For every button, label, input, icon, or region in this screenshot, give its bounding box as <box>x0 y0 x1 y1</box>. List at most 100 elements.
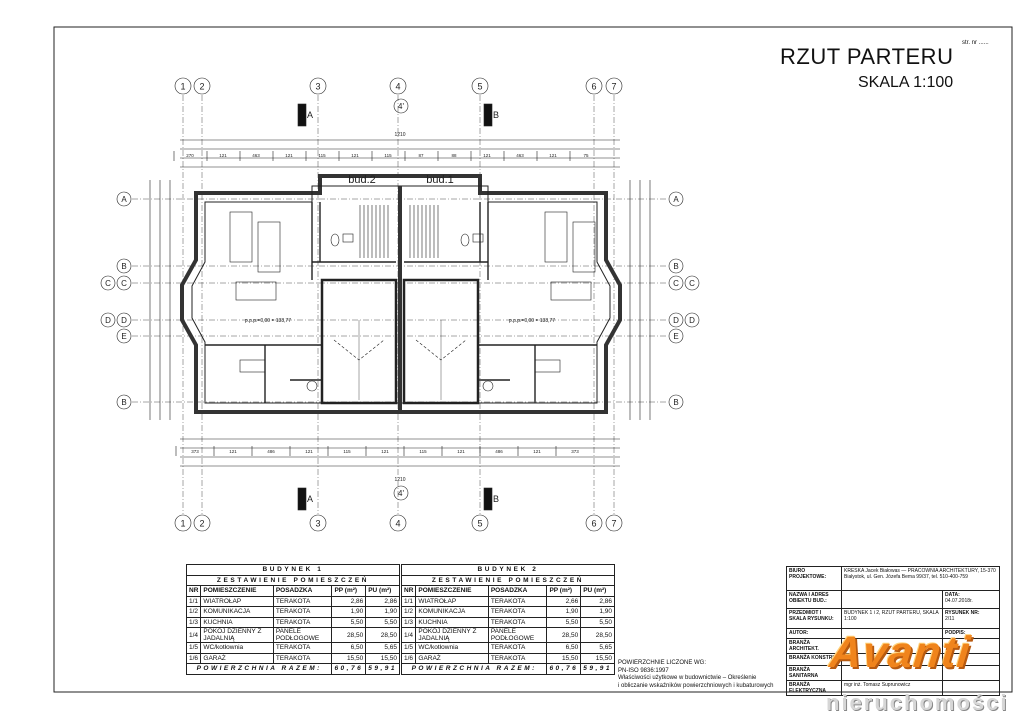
axis-bubble <box>585 77 603 95</box>
col-pu: PU (m²) <box>365 585 400 597</box>
dimension-text: 115 <box>384 153 392 158</box>
kitchen-counter <box>534 359 561 373</box>
col-nr: NR <box>400 585 417 597</box>
room-pu: 15,50 <box>365 652 400 664</box>
axis-bubble <box>174 77 192 95</box>
room-pp: 2,86 <box>331 595 367 607</box>
section-label: A <box>307 110 313 120</box>
axis-letter: C <box>121 279 127 288</box>
signature-label: PODPIS: <box>945 630 966 636</box>
room-floor: PANELE PODŁOGOWE <box>272 627 333 643</box>
room-nr: 1/3 <box>400 616 417 628</box>
sheet-number-label: str. nr ...... <box>962 40 989 46</box>
room-pp: 5,50 <box>546 616 582 628</box>
room-pu: 1,90 <box>580 606 615 618</box>
sheet-frame <box>53 26 1013 693</box>
room-name: WC/kotłownia <box>415 642 489 654</box>
axis-bubble <box>668 328 684 344</box>
section-marker <box>483 487 493 511</box>
room-pu: 5,50 <box>365 616 400 628</box>
axis-bubble <box>471 514 489 532</box>
room-floor: TERAKOTA <box>272 642 333 654</box>
dimension-text: 88 <box>451 153 457 158</box>
room-name: POKÓJ DZIENNY Z JADALNIĄ <box>200 627 274 643</box>
axis-number: 3 <box>315 519 320 529</box>
sofa <box>544 211 568 263</box>
axis-bubble <box>309 514 327 532</box>
avanti-logo: Avanti <box>827 628 974 677</box>
dimension-text: 121 <box>549 153 557 158</box>
dimension-text: 486 <box>267 449 275 454</box>
room-pp: 5,50 <box>331 616 367 628</box>
room-name: KOMUNIKACJA <box>200 606 274 618</box>
room-nr: 1/3 <box>185 616 202 628</box>
room-pp: 28,50 <box>546 627 582 643</box>
unit-label-left: bud.2 <box>348 174 376 186</box>
room-name: WIATROŁAP <box>415 595 489 607</box>
axis-letter: E <box>121 332 126 341</box>
sheet-title: RZUT PARTERU <box>780 44 954 69</box>
dimension-text: 121 <box>285 153 293 158</box>
room-floor: TERAKOTA <box>272 595 333 607</box>
axis-bubble <box>193 77 211 95</box>
room-pu: 2,86 <box>365 595 400 607</box>
axis-letter: C <box>105 279 111 288</box>
axis-bubble <box>389 77 407 95</box>
axis-bubble <box>605 514 623 532</box>
col-nr: NR <box>185 585 202 597</box>
building1-room-table: BUDYNEK 1 ZESTAWIENIE POMIESZCZEŃ NR POM… <box>185 564 400 675</box>
dimension-text: 115 <box>343 449 351 454</box>
axis-bubble <box>389 514 407 532</box>
building1-total-pp: 60,76 <box>331 663 367 675</box>
room-pp: 2,66 <box>546 595 582 607</box>
room-nr: 1/1 <box>185 595 202 607</box>
axis-bubble <box>668 312 684 328</box>
axis-bubble <box>100 275 116 291</box>
axis-bubble <box>471 77 489 95</box>
room-nr: 1/4 <box>400 627 417 643</box>
axis-bubble <box>116 258 132 274</box>
axis-number: 2 <box>199 82 204 92</box>
room-nr: 1/2 <box>185 606 202 618</box>
axis-letter: B <box>121 398 126 407</box>
col-room: POMIESZCZENIE <box>415 585 489 597</box>
room-pu: 15,50 <box>580 652 615 664</box>
axis-bubble <box>309 77 327 95</box>
room-nr: 1/2 <box>400 606 417 618</box>
branch-electrical: BRANŻA ELEKTRYCZNA <box>786 680 842 696</box>
room-pp: 15,50 <box>331 652 367 664</box>
axis-letter: D <box>105 316 111 325</box>
axis-letter: B <box>121 262 126 271</box>
room-pu: 5,65 <box>580 642 615 654</box>
col-pp: PP (m²) <box>331 585 367 597</box>
dimension-text: 121 <box>219 153 227 158</box>
dimension-text: 87 <box>418 153 424 158</box>
axis-number: 4' <box>398 102 404 111</box>
washbasin <box>342 233 354 243</box>
biuro-label: BIURO PROJEKTOWE: <box>786 566 842 591</box>
room-name: POKÓJ DZIENNY Z JADALNIĄ <box>415 627 489 643</box>
outer-wall <box>180 174 622 414</box>
axis-letter: A <box>121 195 127 204</box>
dimension-text: 373 <box>191 449 199 454</box>
level-left: p.p.p.=0,00 = 138,77 <box>245 318 291 324</box>
note-line: POWIERZCHNIE LICZONE WG: <box>618 660 707 666</box>
dimension-text: 121 <box>229 449 237 454</box>
axis-bubble <box>116 328 132 344</box>
axis-letter: C <box>689 279 695 288</box>
biuro-value: KRESKA Jacek Białowas — PRACOWNIA ARCHIT… <box>841 566 1000 591</box>
note-line: i obliczanie wskaźników powierzchniowych… <box>618 682 774 689</box>
room-floor: PANELE PODŁOGOWE <box>487 627 548 643</box>
axis-letter: D <box>689 316 695 325</box>
dimension-text: 1210 <box>394 132 405 138</box>
axis-bubble <box>174 514 192 532</box>
room-name: GARAŻ <box>200 652 274 664</box>
axis-number: 6 <box>591 519 596 529</box>
title-block: BIURO PROJEKTOWE: KRESKA Jacek Białowas … <box>786 566 1000 696</box>
axis-number: 7 <box>611 82 616 92</box>
axis-letter: C <box>673 279 679 288</box>
